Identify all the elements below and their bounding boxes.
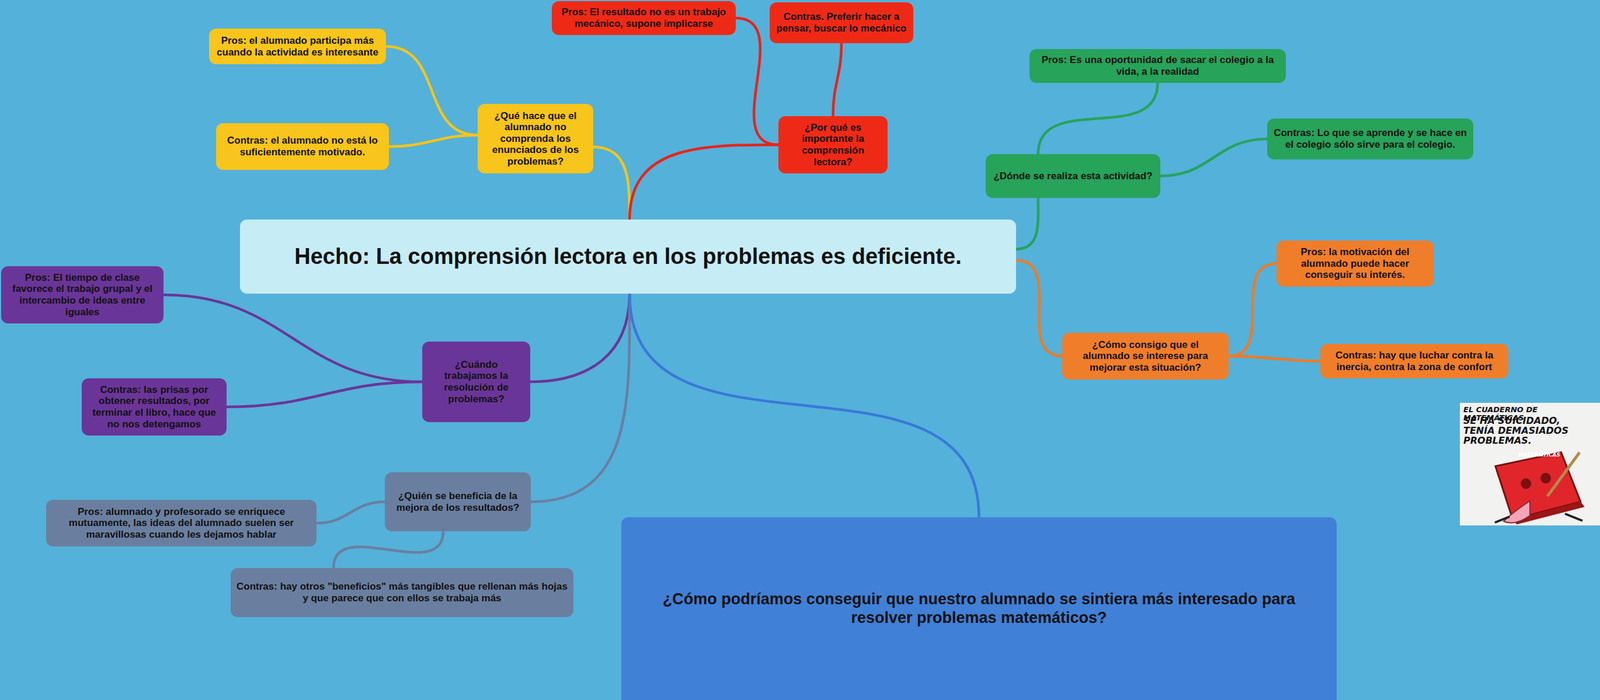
node-text: ¿Qué hace que el alumnado no comprenda l…	[483, 110, 588, 168]
question-box: ¿Cuándo trabajamos la resolución de prob…	[422, 341, 531, 423]
node-text: Pros: el alumnado participa más cuando l…	[214, 35, 381, 58]
cons-box: Contras: Lo que se aprende y se hace en …	[1267, 118, 1474, 160]
node-text: Contras. Preferir hacer a pensar, buscar…	[775, 11, 908, 34]
node-text: Pros: El resultado no es un trabajo mecá…	[557, 6, 730, 30]
cons-box: Contras. Preferir hacer a pensar, buscar…	[769, 2, 914, 44]
branch-connector	[1038, 82, 1158, 155]
node-text: ¿Por qué es importante la comprensión le…	[784, 122, 882, 168]
branch-connector	[833, 43, 843, 117]
cons-box: Contras: las prisas por obtener resultad…	[81, 378, 227, 436]
branch-connector	[1228, 263, 1277, 357]
branch-connector	[226, 381, 423, 408]
node-text: Contras: las prisas por obtener resultad…	[87, 384, 221, 430]
branch-connector	[388, 135, 478, 147]
illustration-caption: MATEMÁTICAS	[1518, 452, 1571, 458]
pros-box: Pros: el alumnado participa más cuando l…	[209, 28, 386, 65]
illustration-caption: SE HA SUICIDADO, TENÍA DEMASIADOS PROBLE…	[1463, 416, 1575, 446]
branch-connector	[530, 293, 630, 382]
branch-connector	[333, 531, 444, 569]
node-text: ¿Cuándo trabajamos la resolución de prob…	[428, 359, 525, 405]
pros-box: Pros: la motivación del alumnado puede h…	[1276, 240, 1434, 287]
pros-box: Pros: Es una oportunidad de sacar el col…	[1029, 49, 1286, 83]
branch-connector	[1016, 197, 1039, 250]
node-text: Pros: alumnado y profesorado se enriquec…	[51, 506, 311, 541]
cons-box: Contras: hay otros "beneficios" más tang…	[230, 568, 574, 618]
node-text: ¿Dónde se realiza esta actividad?	[993, 170, 1153, 183]
branch-connector	[593, 147, 630, 220]
pros-box: Pros: alumnado y profesorado se enriquec…	[46, 499, 317, 547]
branch-connector	[163, 294, 423, 382]
node-text: Contras: Lo que se aprende y se hace en …	[1272, 127, 1468, 151]
goal-box: ¿Cómo podríamos conseguir que nuestro al…	[621, 517, 1337, 700]
node-text: Pros: El tiempo de clase favorece el tra…	[7, 272, 158, 318]
pros-box: Pros: El tiempo de clase favorece el tra…	[1, 266, 164, 324]
node-text: Hecho: La comprensión lectora en los pro…	[294, 244, 962, 270]
question-box: ¿Quién se beneficia de la mejora de los …	[384, 472, 531, 532]
node-text: Contras: el alumnado no está lo suficien…	[221, 134, 384, 158]
pros-box: Pros: El resultado no es un trabajo mecá…	[551, 1, 736, 36]
node-text: Contras: hay otros "beneficios" más tang…	[236, 581, 568, 604]
fact-box: Hecho: La comprensión lectora en los pro…	[240, 219, 1017, 294]
branch-connector	[530, 293, 630, 503]
question-box: ¿Cómo consigo que el alumnado se interes…	[1062, 332, 1229, 380]
branch-connector	[1016, 260, 1063, 357]
node-text: Contras: hay que luchar contra la inerci…	[1326, 349, 1503, 373]
cons-box: Contras: el alumnado no está lo suficien…	[216, 123, 389, 170]
question-box: ¿Dónde se realiza esta actividad?	[985, 154, 1161, 198]
question-box: ¿Qué hace que el alumnado no comprenda l…	[477, 103, 594, 174]
node-text: ¿Cómo consigo que el alumnado se interes…	[1068, 339, 1223, 374]
branch-connector	[1160, 138, 1268, 177]
node-text: Pros: Es una oportunidad de sacar el col…	[1035, 54, 1280, 78]
branch-connector	[316, 502, 385, 524]
branch-connector	[385, 46, 478, 136]
branch-connector	[1228, 356, 1321, 362]
branch-connector	[629, 144, 779, 220]
cons-box: Contras: hay que luchar contra la inerci…	[1320, 343, 1509, 379]
node-text: Pros: la motivación del alumnado puede h…	[1282, 246, 1428, 281]
node-text: ¿Cómo podríamos conseguir que nuestro al…	[644, 590, 1314, 627]
node-text: ¿Quién se beneficia de la mejora de los …	[390, 490, 525, 514]
branch-connector	[629, 293, 979, 518]
question-box: ¿Por qué es importante la comprensión le…	[778, 116, 888, 174]
